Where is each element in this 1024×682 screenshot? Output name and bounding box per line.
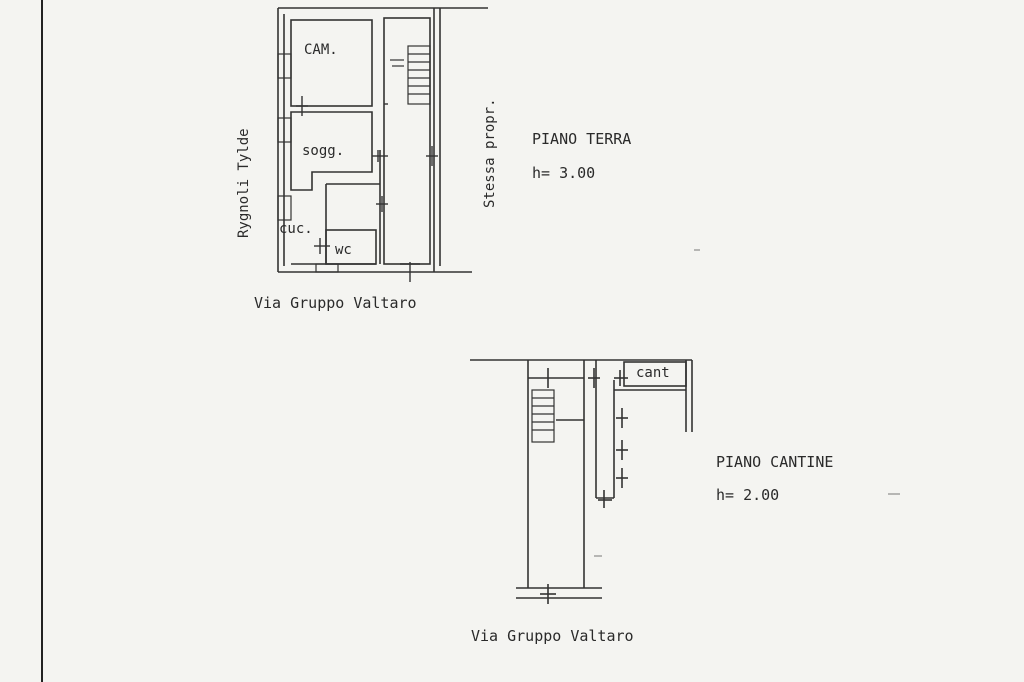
living-room-outline [290,111,373,191]
bedroom-label: CAM. [304,42,338,58]
cellar-label: cant [636,365,670,381]
cellar-floor-title: PIANO CANTINE [716,453,834,471]
ground-floor-street: Via Gruppo Valtaro [254,294,417,312]
wc-label: wc [335,242,352,258]
ground-floor-title: PIANO TERRA [532,130,632,148]
right-owner-label: Stessa propr. [482,98,498,208]
cellar-floor-plan [470,359,693,604]
kitchen-label: cuc. [279,221,313,237]
stair-corridor [383,17,431,265]
bedroom-outline [290,19,373,107]
wc-outline [325,229,377,265]
left-neighbor-label: Rygnoli Tylde [236,128,252,238]
cellar-floor-height: h= 2.00 [716,486,780,504]
ground-floor-height: h= 3.00 [532,164,596,182]
cellar-stairs [531,389,555,443]
living-room-label: sogg. [302,143,345,159]
ground-floor-plan [277,7,488,282]
ground-stairs [390,45,431,105]
cellar-floor-street: Via Gruppo Valtaro [471,627,634,645]
